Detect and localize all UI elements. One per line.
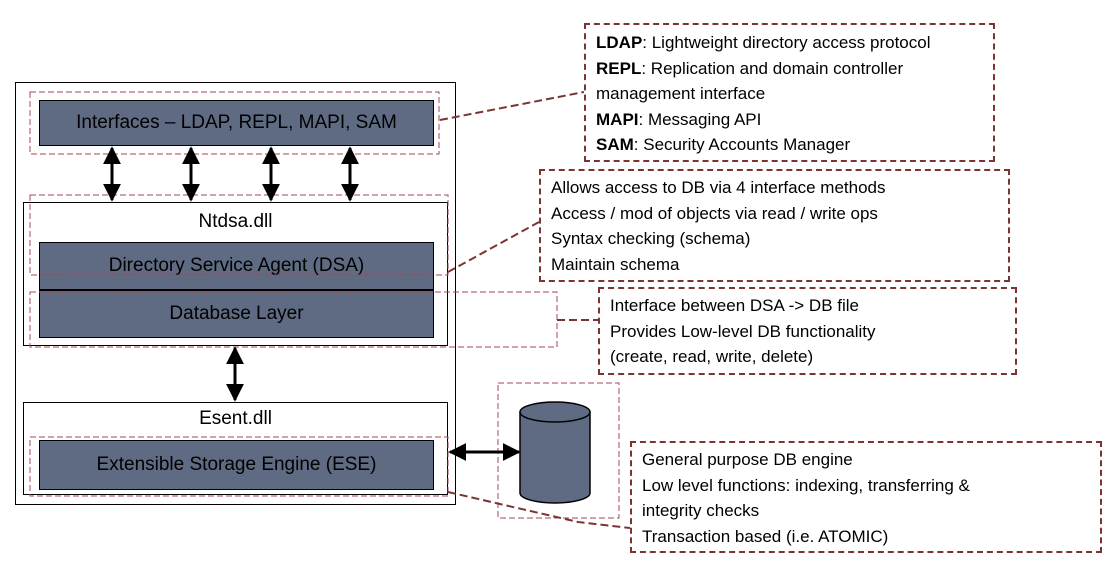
callout-line: Interface between DSA -> DB file (610, 296, 859, 315)
callout-line: Provides Low-level DB functionality (610, 321, 876, 341)
callout-line: Allows access to DB via 4 interface meth… (551, 178, 886, 197)
dsa-callout-connector (447, 221, 540, 273)
interfaces-box: Interfaces – LDAP, REPL, MAPI, SAM (39, 100, 434, 146)
callout-line: Low level functions: indexing, transferr… (642, 475, 970, 495)
callout-line: Syntax checking (schema) (551, 229, 751, 248)
callout-line: Maintain schema (551, 254, 680, 274)
callout-line: Transaction based (i.e. ATOMIC) (642, 526, 889, 546)
callout-line: Access / mod of objects via read / write… (551, 203, 878, 223)
callout-line: integrity checks (642, 501, 760, 520)
database-layer-callout: Interface between DSA -> DB file Provide… (598, 287, 1017, 375)
callout-line: management interface (596, 84, 766, 103)
database-layer-box: Database Layer (39, 290, 434, 338)
callout-line: SAM: Security Accounts Manager (596, 135, 851, 154)
ntdsa-dll-title: Ntdsa.dll (198, 211, 273, 232)
callout-line: MAPI: Messaging API (596, 109, 762, 129)
ese-box: Extensible Storage Engine (ESE) (39, 440, 434, 490)
callout-line: LDAP: Lightweight directory access proto… (596, 33, 931, 52)
esent-dll-title: Esent.dll (199, 408, 272, 429)
interfaces-callout: LDAP: Lightweight directory access proto… (584, 23, 995, 162)
dsa-callout: Allows access to DB via 4 interface meth… (539, 169, 1010, 282)
database-highlight-frame (497, 382, 620, 519)
ese-callout-connector (447, 491, 631, 529)
ese-callout: General purpose DB engine Low level func… (630, 441, 1102, 553)
callout-line: General purpose DB engine (642, 450, 853, 469)
dsa-box: Directory Service Agent (DSA) (39, 242, 434, 290)
interfaces-callout-connector (439, 91, 585, 121)
database-cylinder-icon (519, 401, 591, 504)
callout-line: (create, read, write, delete) (610, 347, 814, 366)
callout-line: REPL: Replication and domain controller (596, 58, 904, 78)
